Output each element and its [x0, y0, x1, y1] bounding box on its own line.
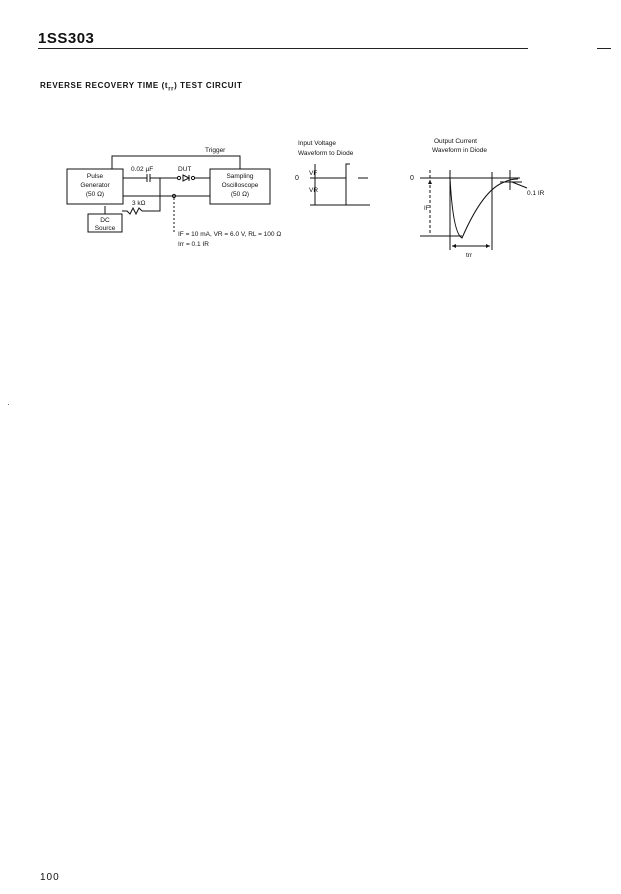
resistor-symbol: [122, 206, 143, 216]
scan-speck: [8, 404, 9, 405]
output-trr-label: trr: [466, 252, 473, 259]
input-title-line2: Waveform to Diode: [298, 150, 354, 157]
input-title-line1: Input Voltage: [298, 140, 336, 147]
header-rule: [38, 48, 528, 49]
output-title-line1: Output Current: [434, 138, 477, 145]
output-current-curve: [449, 170, 519, 239]
section-title-suffix: ) TEST CIRCUIT: [174, 81, 243, 90]
oscilloscope-line1: Sampling: [226, 173, 253, 180]
oscilloscope-line2: Oscilloscope: [222, 182, 259, 189]
conditions-line1: IF = 10 mA, VR = 6.0 V, RL = 100 Ω: [178, 231, 281, 238]
trr-arrow-left: [452, 244, 456, 248]
test-circuit-figure: Trigger 0.02 µF DUT Pulse Generator (50 …: [66, 138, 545, 259]
input-vr-label: VR: [309, 187, 318, 194]
page-number: 100: [40, 872, 60, 883]
section-title-sub: rr: [168, 86, 175, 93]
dc-source-line2: Source: [95, 225, 116, 232]
dc-source-line1: DC: [100, 217, 110, 224]
output-title-line2: Waveform in Diode: [432, 147, 487, 154]
part-number: 1SS303: [38, 30, 95, 47]
bias-wire: [142, 178, 161, 212]
level-leader: [511, 181, 528, 189]
pulse-generator-line3: (50 Ω): [86, 191, 104, 198]
input-vf-label: VF: [309, 170, 317, 177]
header-tick: [597, 48, 611, 49]
dut-terminal-1: [176, 175, 182, 181]
trigger-wire: [111, 155, 241, 169]
output-if-label: IF: [424, 206, 430, 212]
output-level-label: 0.1 IR: [527, 190, 545, 197]
output-zero-label: 0: [410, 175, 414, 182]
dut-label: DUT: [178, 166, 191, 173]
ground-node: [171, 193, 177, 199]
pulse-generator-line2: Generator: [80, 182, 110, 189]
oscilloscope-line3: (50 Ω): [231, 191, 249, 198]
input-pulse: [310, 163, 350, 206]
conditions-line2: Irr = 0.1 IR: [178, 241, 209, 248]
input-zero-label: 0: [295, 175, 299, 182]
section-title-prefix: REVERSE RECOVERY TIME (t: [40, 81, 169, 90]
resistor-label: 3 kΩ: [132, 200, 146, 207]
dut-terminal-2: [190, 175, 196, 181]
trr-arrow-right: [486, 244, 490, 248]
ir-arrow-up: [428, 180, 432, 184]
pulse-generator-line1: Pulse: [87, 173, 104, 180]
section-title: REVERSE RECOVERY TIME (trr) TEST CIRCUIT: [40, 81, 242, 93]
capacitor-label: 0.02 µF: [131, 166, 153, 173]
trigger-label: Trigger: [205, 147, 226, 154]
pulse-generator-box: [66, 168, 124, 205]
dut-diode-symbol: [182, 174, 191, 182]
